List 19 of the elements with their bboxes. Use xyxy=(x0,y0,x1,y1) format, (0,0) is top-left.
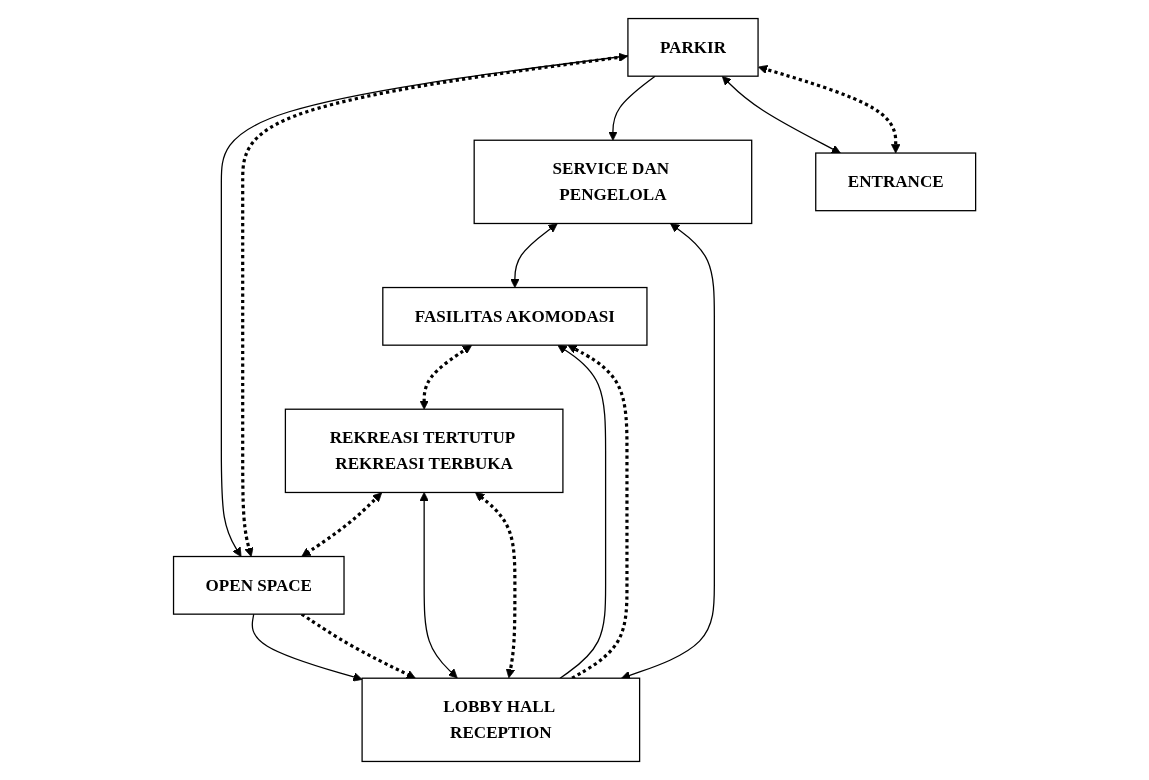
arrow xyxy=(608,75,656,141)
node-box: PARKIR xyxy=(627,17,759,77)
arrow xyxy=(721,76,841,154)
arrow xyxy=(510,223,558,288)
arrow xyxy=(251,613,363,682)
node-box: FASILITAS AKOMODASI xyxy=(382,286,648,346)
arrow xyxy=(557,344,607,679)
arrow xyxy=(567,344,629,680)
arrow xyxy=(757,64,901,154)
node-box: REKREASI TERTUTUP REKREASI TERBUKA xyxy=(284,408,564,494)
arrow xyxy=(621,223,715,680)
node-box: ENTRANCE xyxy=(815,152,977,212)
node-box: OPEN SPACE xyxy=(172,555,345,615)
arrow xyxy=(474,492,517,679)
node-box: SERVICE DAN PENGELOLA xyxy=(473,139,753,225)
arrow xyxy=(419,492,458,679)
arrow xyxy=(301,492,382,557)
arrow xyxy=(419,345,472,410)
node-box: LOBBY HALL RECEPTION xyxy=(361,677,641,763)
